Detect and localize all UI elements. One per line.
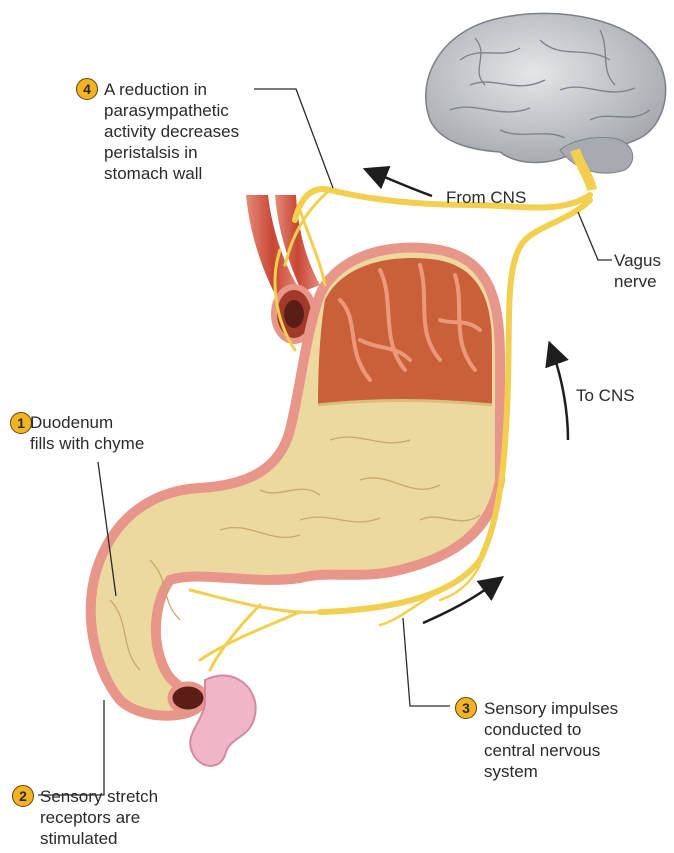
to-cns-label: To CNS <box>576 385 635 406</box>
from-cns-arrow <box>372 172 432 196</box>
step-1-badge: 1 <box>10 412 32 434</box>
step-3-line: system <box>484 761 618 782</box>
vagus-nerve-label: Vagus nerve <box>614 250 661 292</box>
step-3-line: Sensory impulses <box>484 698 618 719</box>
step-4-line: A reduction in <box>104 79 239 100</box>
step-3-line: conducted to <box>484 719 618 740</box>
step-4-badge: 4 <box>76 78 98 100</box>
from-cns-label: From CNS <box>446 187 526 208</box>
step-2-label: Sensory stretch receptors are stimulated <box>40 786 158 849</box>
step-4-line: stomach wall <box>104 163 239 184</box>
brain <box>426 13 666 190</box>
step-3-line: central nervous <box>484 740 618 761</box>
step-4-label: A reduction in parasympathetic activity … <box>104 79 239 184</box>
step-1-label: Duodenum fills with chyme <box>30 412 144 454</box>
step-4-line: peristalsis in <box>104 142 239 163</box>
step-1-line: fills with chyme <box>30 433 144 454</box>
impulse-arrow <box>423 582 496 623</box>
vagus-nerve-line: nerve <box>614 271 661 292</box>
step-4-line: activity decreases <box>104 121 239 142</box>
step-2-badge: 2 <box>12 785 34 807</box>
step-4-line: parasympathetic <box>104 100 239 121</box>
step-2-line: Sensory stretch <box>40 786 158 807</box>
step-1-line: Duodenum <box>30 412 144 433</box>
to-cns-arrow <box>552 350 568 440</box>
step-3-badge: 3 <box>455 697 477 719</box>
vagus-nerve-line: Vagus <box>614 250 661 271</box>
step-2-line: receptors are <box>40 807 158 828</box>
step-3-label: Sensory impulses conducted to central ne… <box>484 698 618 782</box>
step-2-line: stimulated <box>40 828 158 849</box>
